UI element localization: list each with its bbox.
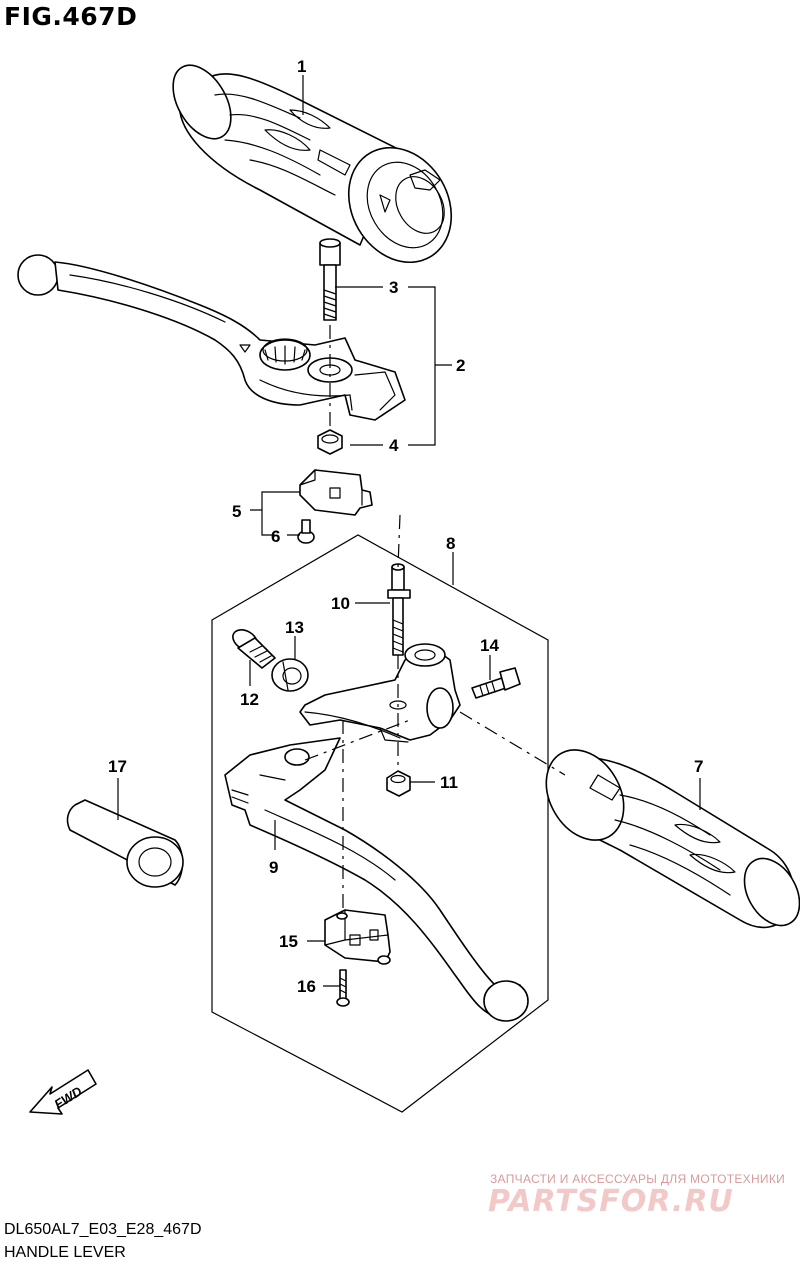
nut-part-4[interactable] — [317, 429, 343, 455]
bar-end-cap-part-17[interactable] — [66, 799, 184, 888]
callout-13: 13 — [285, 618, 304, 637]
diagram-title: HANDLE LEVER — [4, 1244, 126, 1261]
callout-7: 7 — [694, 757, 703, 776]
washer-part-13[interactable] — [271, 658, 309, 692]
callout-9: 9 — [269, 858, 278, 877]
callout-15: 15 — [279, 932, 298, 951]
part-8-group-frame — [211, 534, 549, 1113]
figure-title: FIG.467D — [4, 2, 138, 31]
callout-8: 8 — [446, 534, 455, 553]
clutch-lever-part-9[interactable] — [224, 737, 529, 1022]
screw-part-6[interactable] — [297, 519, 315, 544]
watermark-logo: PARTSFOR.RU — [488, 1184, 734, 1219]
screw-part-16[interactable] — [336, 969, 350, 1007]
bolt-part-14[interactable] — [471, 667, 521, 699]
diagram-code: DL650AL7_E03_E28_467D — [4, 1221, 202, 1238]
callout-3: 3 — [389, 278, 398, 297]
fwd-arrow: FWD — [29, 1069, 97, 1115]
nut-part-11[interactable] — [386, 770, 411, 797]
watermark-tagline: ЗАПЧАСТИ И АКСЕССУАРЫ ДЛЯ МОТОТЕХНИКИ — [490, 1172, 786, 1186]
callout-4: 4 — [389, 436, 399, 455]
handlebar-grip-part-7[interactable] — [531, 736, 800, 935]
bolt-part-12[interactable] — [229, 626, 276, 669]
callout-10: 10 — [331, 594, 350, 613]
center-lines — [304, 325, 566, 910]
bolt-part-10[interactable] — [387, 563, 411, 656]
leader-lines — [117, 75, 701, 987]
callout-labels: 1 2 3 4 5 6 7 8 9 10 11 12 13 14 15 16 1… — [108, 57, 703, 996]
callout-6: 6 — [271, 527, 280, 546]
throttle-grip[interactable] — [161, 55, 471, 281]
callout-1: 1 — [297, 57, 306, 76]
lever-holder-part-8[interactable] — [299, 643, 461, 743]
callout-16: 16 — [297, 977, 316, 996]
clutch-switch-part-15[interactable] — [324, 909, 391, 965]
brake-switch-part-5[interactable] — [299, 469, 373, 516]
callout-5: 5 — [232, 502, 241, 521]
callout-12: 12 — [240, 690, 259, 709]
brake-lever-assy[interactable] — [17, 254, 406, 421]
callout-17: 17 — [108, 757, 127, 776]
bolt-part-3[interactable] — [319, 238, 341, 321]
callout-14: 14 — [480, 636, 499, 655]
callout-2: 2 — [456, 356, 465, 375]
callout-11: 11 — [440, 773, 458, 792]
